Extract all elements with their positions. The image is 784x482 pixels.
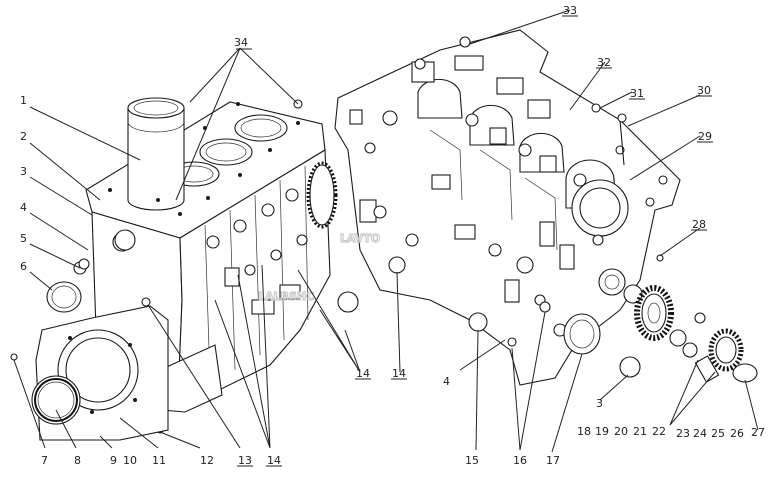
callout-30: 30 xyxy=(697,84,711,97)
callout-underlines xyxy=(236,15,713,467)
callout-6: 6 xyxy=(20,260,27,273)
callout-32: 32 xyxy=(597,56,611,69)
callout-12: 12 xyxy=(200,454,214,467)
watermark-line1: LAVTO xyxy=(340,232,380,245)
callout-20: 20 xyxy=(614,425,628,438)
callout-2: 2 xyxy=(20,130,27,143)
callout-25: 25 xyxy=(711,427,725,440)
callout-14-left: 14 xyxy=(267,454,281,467)
callout-21: 21 xyxy=(633,425,647,438)
callout-labels: 1 2 3 4 5 6 7 8 9 10 11 12 13 14 14 14 4… xyxy=(20,4,765,467)
callout-3-right: 3 xyxy=(596,397,603,410)
callout-33: 33 xyxy=(563,4,577,17)
callout-16: 16 xyxy=(513,454,527,467)
callout-29: 29 xyxy=(698,130,712,143)
callout-17: 17 xyxy=(546,454,560,467)
leader-lines xyxy=(13,9,759,453)
callout-1: 1 xyxy=(20,94,27,107)
callout-22: 22 xyxy=(652,425,666,438)
cylinder-liner xyxy=(127,97,185,211)
callout-4-right: 4 xyxy=(443,375,450,388)
callout-11: 11 xyxy=(152,454,166,467)
timing-gears xyxy=(634,285,758,383)
callout-27: 27 xyxy=(751,426,765,439)
right-small-parts xyxy=(337,103,664,378)
callout-34: 34 xyxy=(234,36,248,49)
right-cylinder-block xyxy=(334,29,681,386)
callout-14-right: 14 xyxy=(392,367,406,380)
callout-3: 3 xyxy=(20,165,27,178)
callout-28: 28 xyxy=(692,218,706,231)
callout-5: 5 xyxy=(20,232,27,245)
callout-13: 13 xyxy=(238,454,252,467)
callout-19: 19 xyxy=(595,425,609,438)
callout-7: 7 xyxy=(41,454,48,467)
callout-10: 10 xyxy=(123,454,137,467)
watermark: LAVTO LALBSHC xyxy=(257,231,380,303)
callout-8: 8 xyxy=(74,454,81,467)
callout-18: 18 xyxy=(577,425,591,438)
callout-15: 15 xyxy=(465,454,479,467)
rear-cover xyxy=(31,305,169,441)
callout-31: 31 xyxy=(630,87,644,100)
callout-4: 4 xyxy=(20,201,27,214)
callout-23: 23 xyxy=(676,427,690,440)
callout-26: 26 xyxy=(730,427,744,440)
callout-9: 9 xyxy=(110,454,117,467)
callout-24: 24 xyxy=(693,427,707,440)
left-flywheel-ring xyxy=(306,161,338,229)
callout-14-mid: 14 xyxy=(356,367,370,380)
watermark-line2: LALBSHC xyxy=(258,290,314,303)
